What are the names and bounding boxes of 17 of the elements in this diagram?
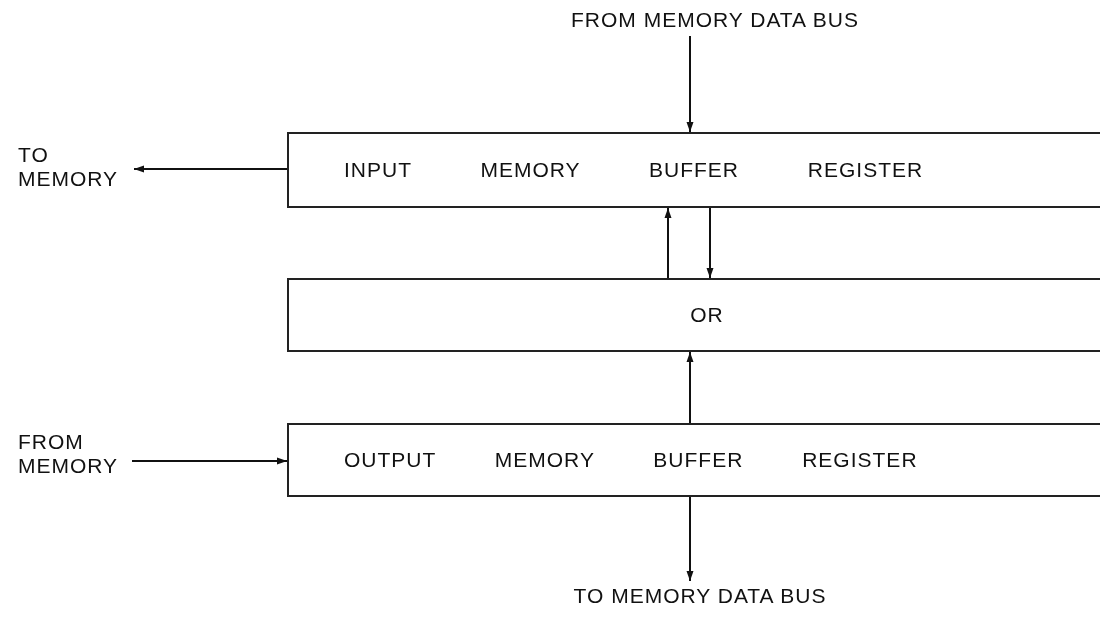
arrow [686,496,694,582]
register-box [287,132,1100,208]
register-box [287,423,1100,497]
box-label: OUTPUT MEMORY BUFFER REGISTER [344,448,918,472]
arrow [664,207,672,279]
signal-label: TO MEMORY DATA BUS [573,584,827,608]
signal-label: FROM MEMORY [18,430,120,478]
arrow [131,457,288,465]
arrow [133,165,288,173]
or-gate-box [287,278,1100,352]
arrow [706,207,714,279]
arrow [686,351,694,424]
box-label: INPUT MEMORY BUFFER REGISTER [344,158,924,182]
signal-label: FROM MEMORY DATA BUS [571,8,859,32]
signal-label: TO MEMORY [18,143,120,191]
box-label: OR [690,303,724,327]
arrow [686,35,694,133]
